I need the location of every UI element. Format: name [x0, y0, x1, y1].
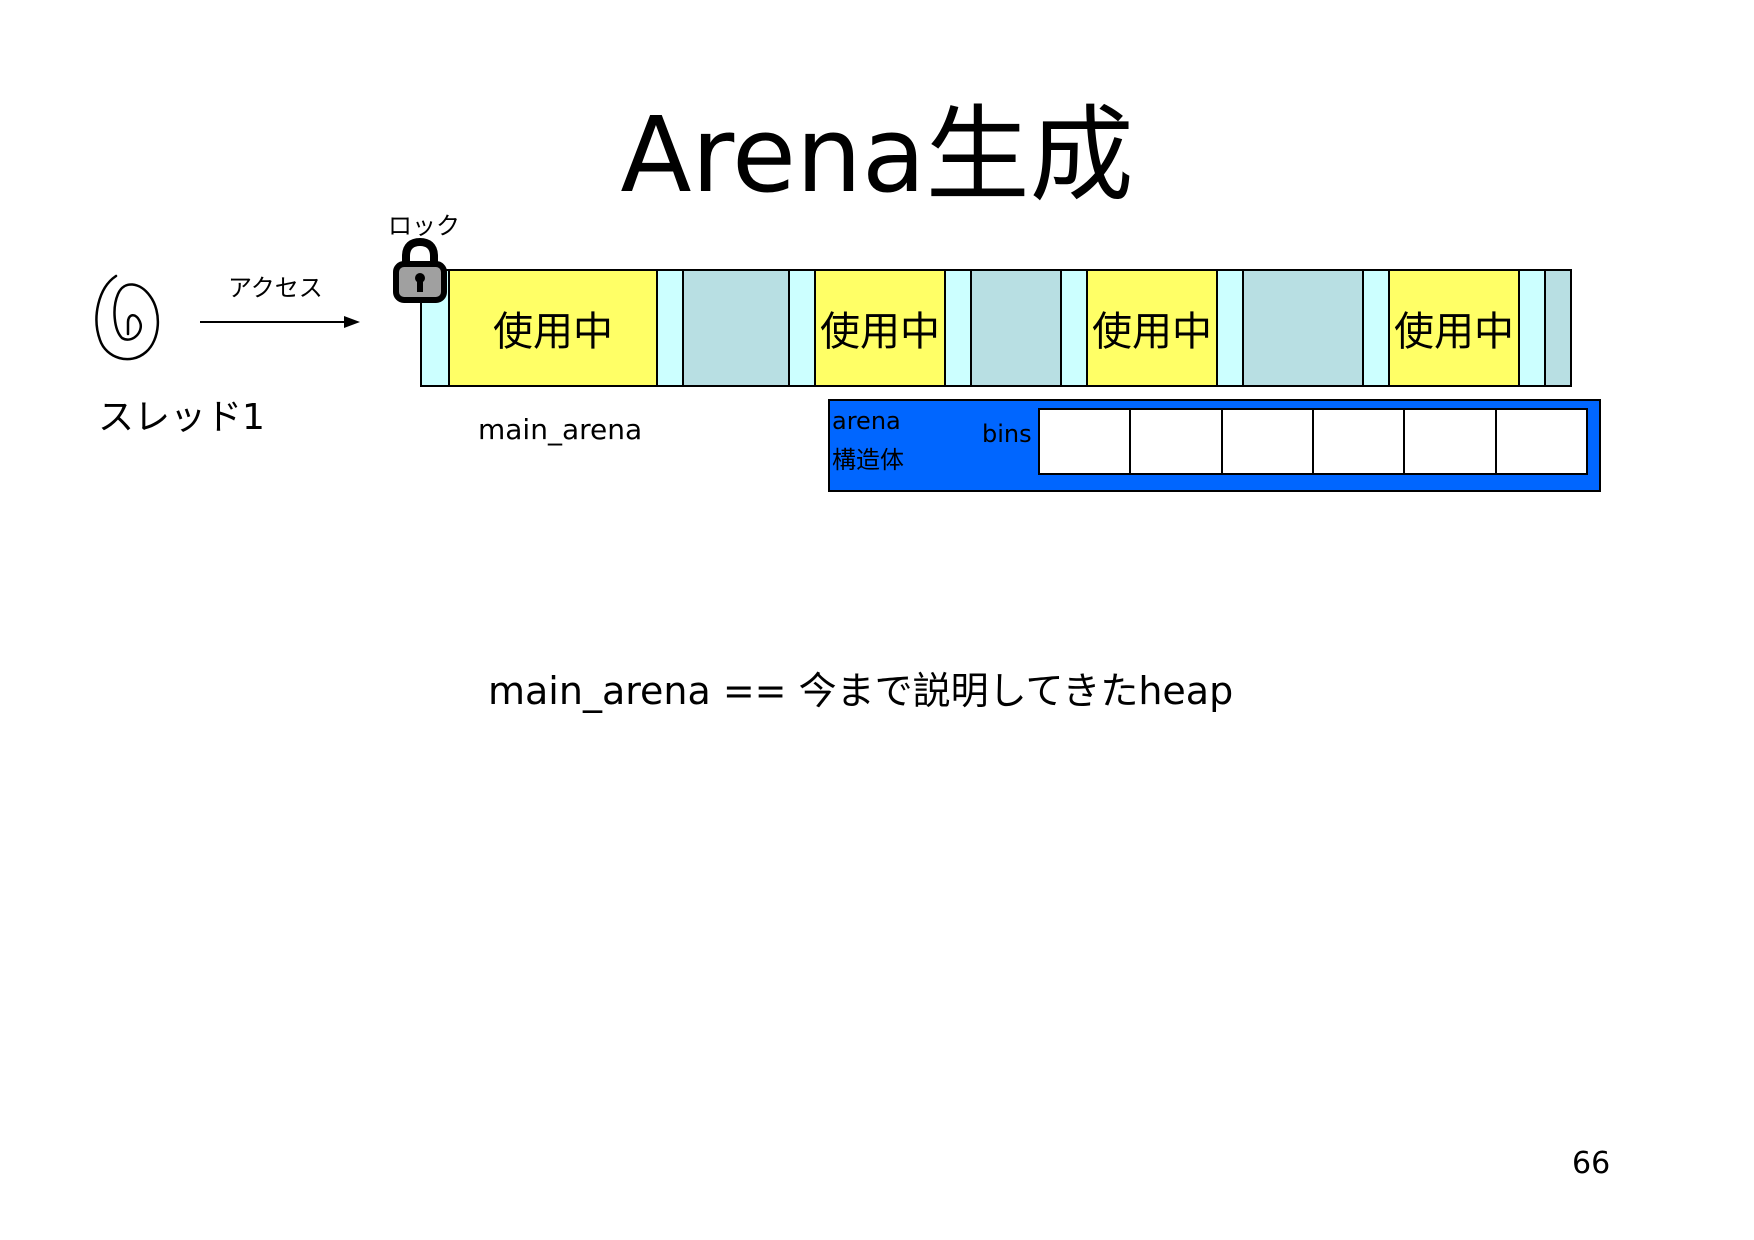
heap-chunk-used: 使用中 — [448, 269, 658, 387]
note-text: main_arena == 今まで説明してきたheap — [488, 660, 1233, 715]
heap-chunk-header — [656, 269, 684, 387]
access-label: アクセス — [228, 268, 323, 303]
bin-slot — [1131, 410, 1222, 473]
used-chunk-label: 使用中 — [1394, 299, 1514, 357]
thread-label: スレッド1 — [98, 388, 265, 440]
arena-struct-label-line1: arena — [832, 407, 901, 435]
page-number: 66 — [1572, 1146, 1610, 1181]
main-arena-label: main_arena — [478, 413, 642, 446]
heap-chunk-used: 使用中 — [1086, 269, 1218, 387]
bin-slot — [1040, 410, 1131, 473]
arena-struct-label-line2: 構造体 — [832, 440, 904, 475]
used-chunk-label: 使用中 — [1092, 299, 1212, 357]
heap-chunk-header — [1362, 269, 1390, 387]
bin-slot — [1405, 410, 1496, 473]
bins-label: bins — [982, 420, 1032, 448]
bins-array — [1038, 408, 1588, 475]
heap-chunk-free — [682, 269, 790, 387]
access-arrow-icon — [198, 312, 362, 332]
heap-chunk-header — [1518, 269, 1546, 387]
heap-chunk-free — [970, 269, 1062, 387]
bin-slot — [1223, 410, 1314, 473]
heap-chunk-used: 使用中 — [814, 269, 946, 387]
heap-chunk-header — [1060, 269, 1088, 387]
slide-title: Arena生成 — [0, 100, 1754, 210]
heap-chunk-header — [788, 269, 816, 387]
lock-icon — [392, 238, 448, 304]
heap-chunk-header — [1216, 269, 1244, 387]
thread-icon — [88, 268, 168, 368]
heap-chunk-header — [944, 269, 972, 387]
lock-label: ロック — [388, 206, 460, 241]
heap-chunk-used: 使用中 — [1388, 269, 1520, 387]
heap-chunk-free — [1242, 269, 1364, 387]
used-chunk-label: 使用中 — [493, 299, 613, 357]
used-chunk-label: 使用中 — [820, 299, 940, 357]
bin-slot — [1314, 410, 1405, 473]
bin-slot — [1497, 410, 1586, 473]
heap-chunk-free — [1544, 269, 1572, 387]
